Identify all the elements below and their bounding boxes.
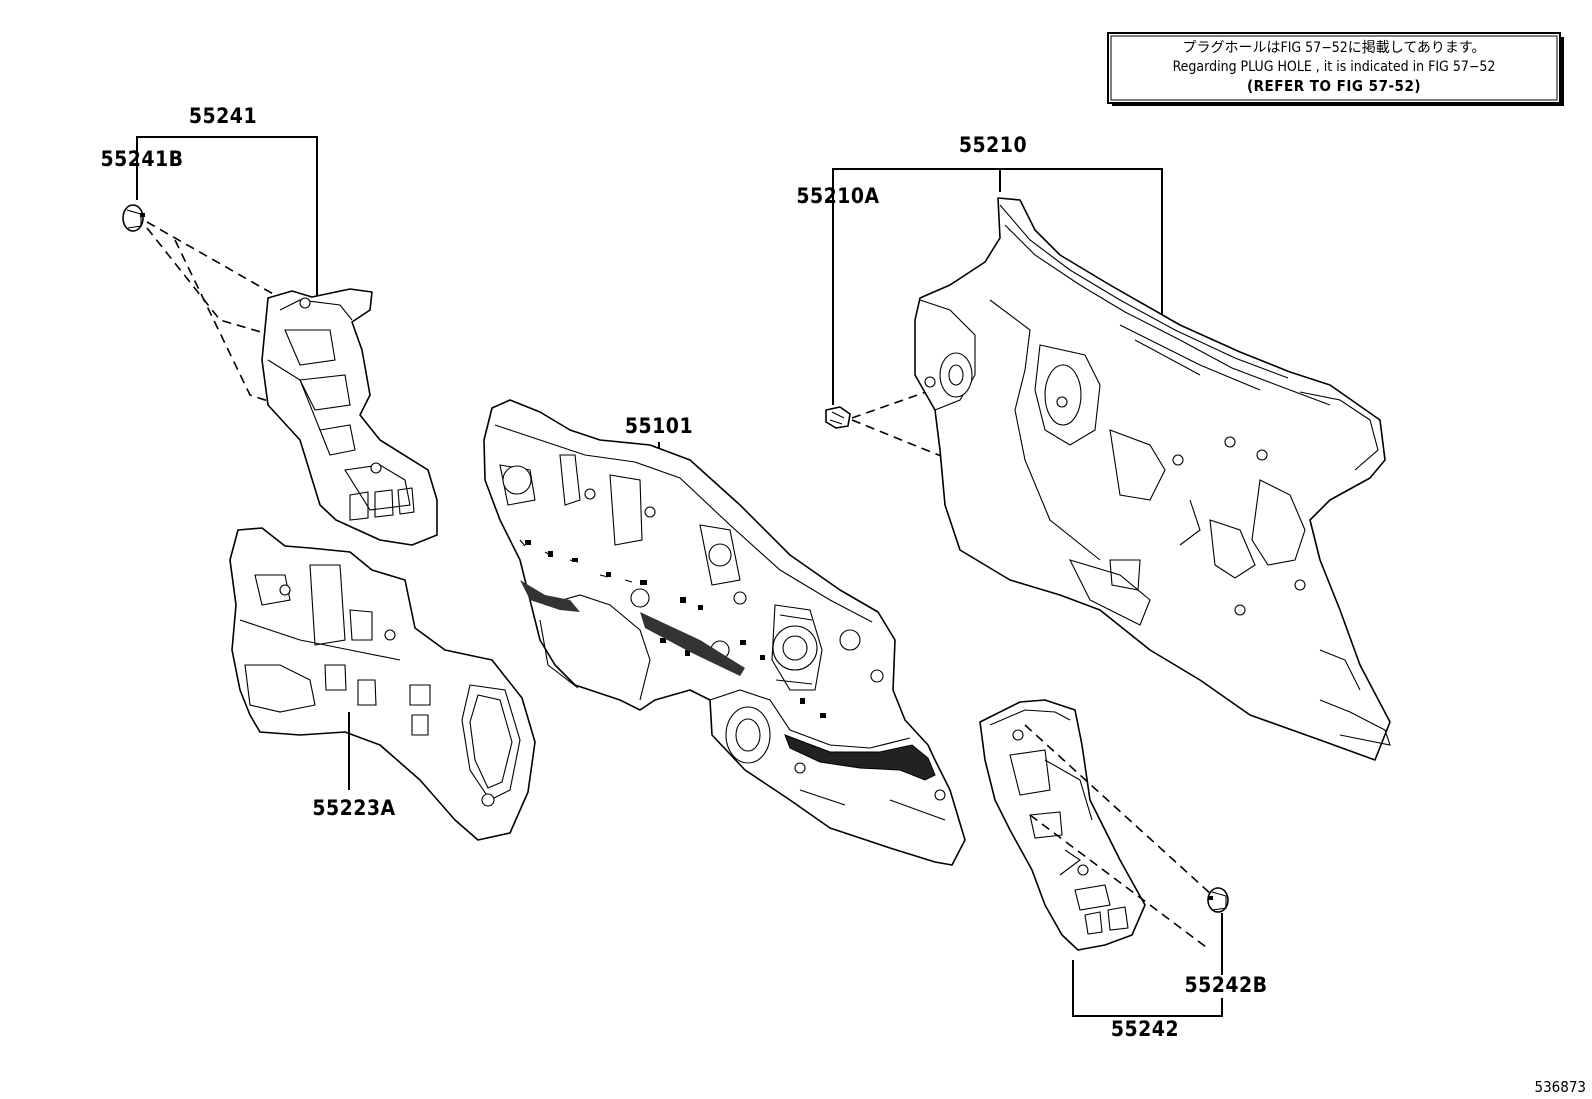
callout-55101[interactable]: 55101 [625, 414, 693, 438]
note-line-japanese: プラグホールはFIG 57−52に掲載してあります。 [1182, 40, 1485, 56]
note-line-refer: (REFER TO FIG 57-52) [1247, 77, 1421, 95]
part-55241-group: 55241 55241B [100, 104, 438, 546]
insulator-55241-shape [261, 288, 438, 546]
dash-panel-55101-shape [483, 399, 966, 866]
clip-55241B-icon [122, 204, 145, 232]
insulator-55242-shape [979, 699, 1146, 951]
callout-55242[interactable]: 55242 [1111, 1017, 1179, 1041]
part-55101-group: 55101 [483, 399, 966, 866]
callout-55210[interactable]: 55210 [959, 133, 1027, 157]
figure-number: 536873 [1534, 1078, 1586, 1096]
part-55210-group: 55210 55210A [796, 133, 1391, 761]
silencer-55223A-shape [229, 527, 536, 841]
part-55223A-group: 55223A [229, 527, 536, 841]
callout-55210A[interactable]: 55210A [796, 184, 879, 208]
callout-55223A[interactable]: 55223A [312, 796, 395, 820]
clip-55210A-icon [825, 406, 851, 429]
callout-55241[interactable]: 55241 [189, 104, 257, 128]
note-line-english: Regarding PLUG HOLE , it is indicated in… [1173, 59, 1496, 75]
clip-55242B-icon [1207, 887, 1229, 913]
part-55242-group: 55242B 55242 [979, 699, 1267, 1041]
reference-note-box: プラグホールはFIG 57−52に掲載してあります。 Regarding PLU… [1107, 32, 1564, 106]
callout-55242B[interactable]: 55242B [1184, 973, 1267, 997]
callout-55241B[interactable]: 55241B [100, 147, 183, 171]
insulator-55210-shape [914, 197, 1391, 761]
